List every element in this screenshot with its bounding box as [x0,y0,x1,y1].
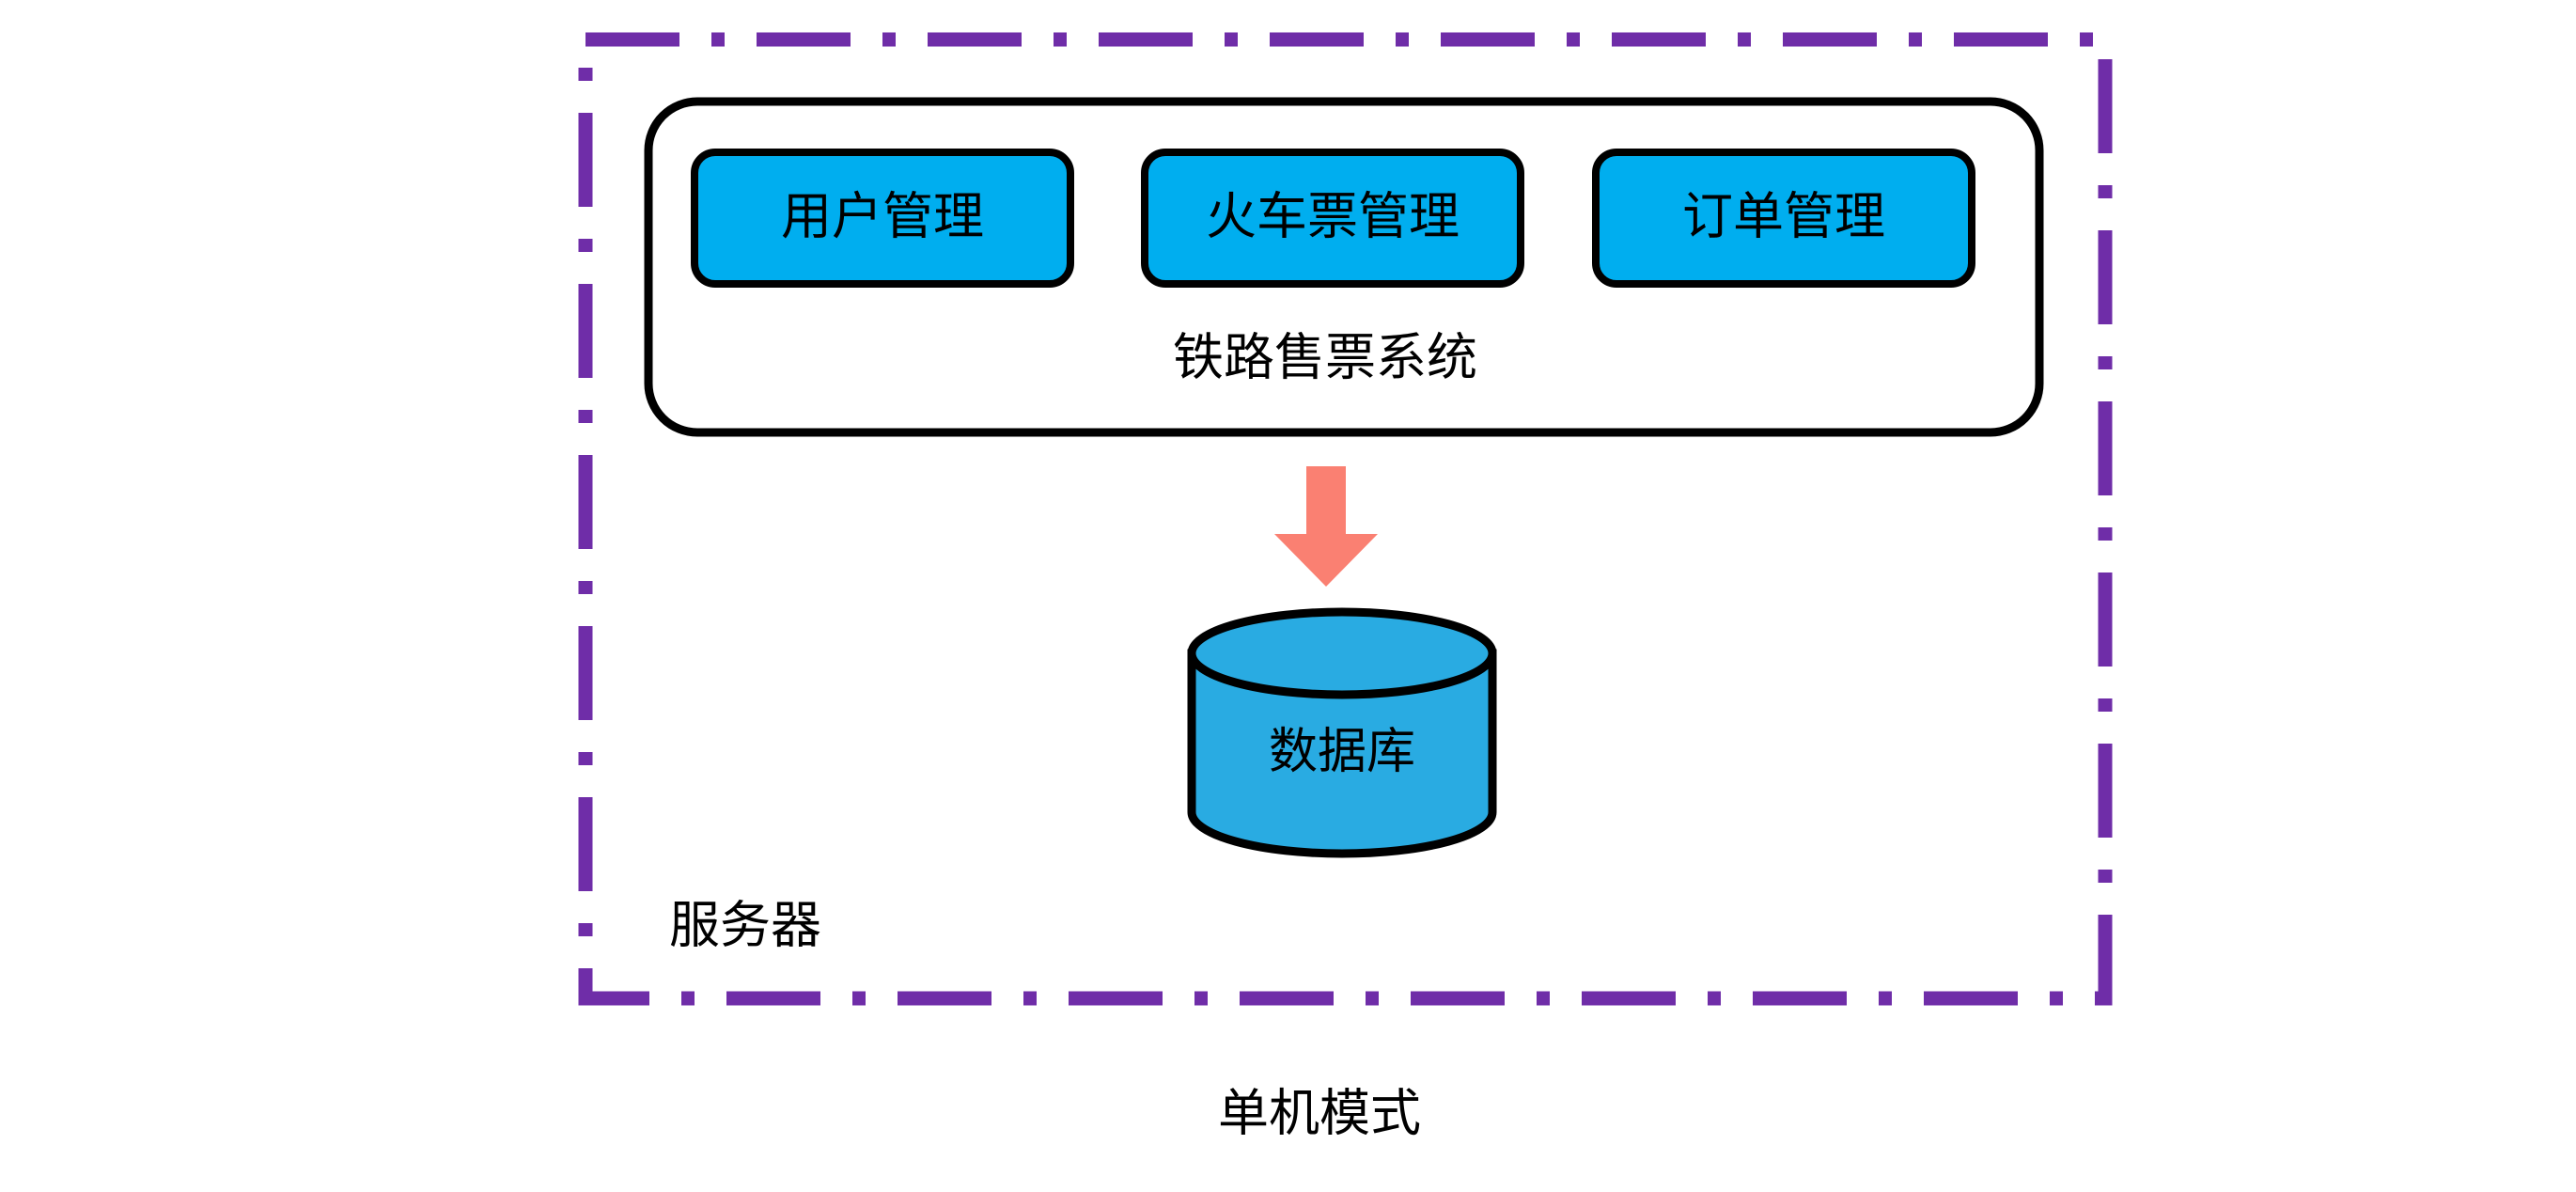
module-label-user-management: 用户管理 [781,188,984,244]
module-box-rect[interactable] [1141,149,1524,288]
database-body [1187,649,1497,858]
module-label-order-management: 订单管理 [1682,188,1885,244]
module-label-ticket-management: 火车票管理 [1206,188,1460,244]
system-title: 铁路售票系统 [1173,329,1477,385]
database-label: 数据库 [1269,726,1415,779]
module-box-user-management[interactable]: 用户管理 [691,149,1074,288]
database-cylinder[interactable]: 数据库 [1187,607,1497,858]
module-box-ticket-management[interactable]: 火车票管理 [1141,149,1524,288]
server-label: 服务器 [669,897,821,953]
module-box-order-management[interactable]: 订单管理 [1592,149,1975,288]
database-top [1187,607,1497,699]
module-box-rect[interactable] [691,149,1074,288]
diagram-caption: 单机模式 [1218,1085,1421,1141]
server-boundary [578,32,2113,1006]
module-box-rect[interactable] [1592,149,1975,288]
down-arrow-icon [1274,466,1378,587]
